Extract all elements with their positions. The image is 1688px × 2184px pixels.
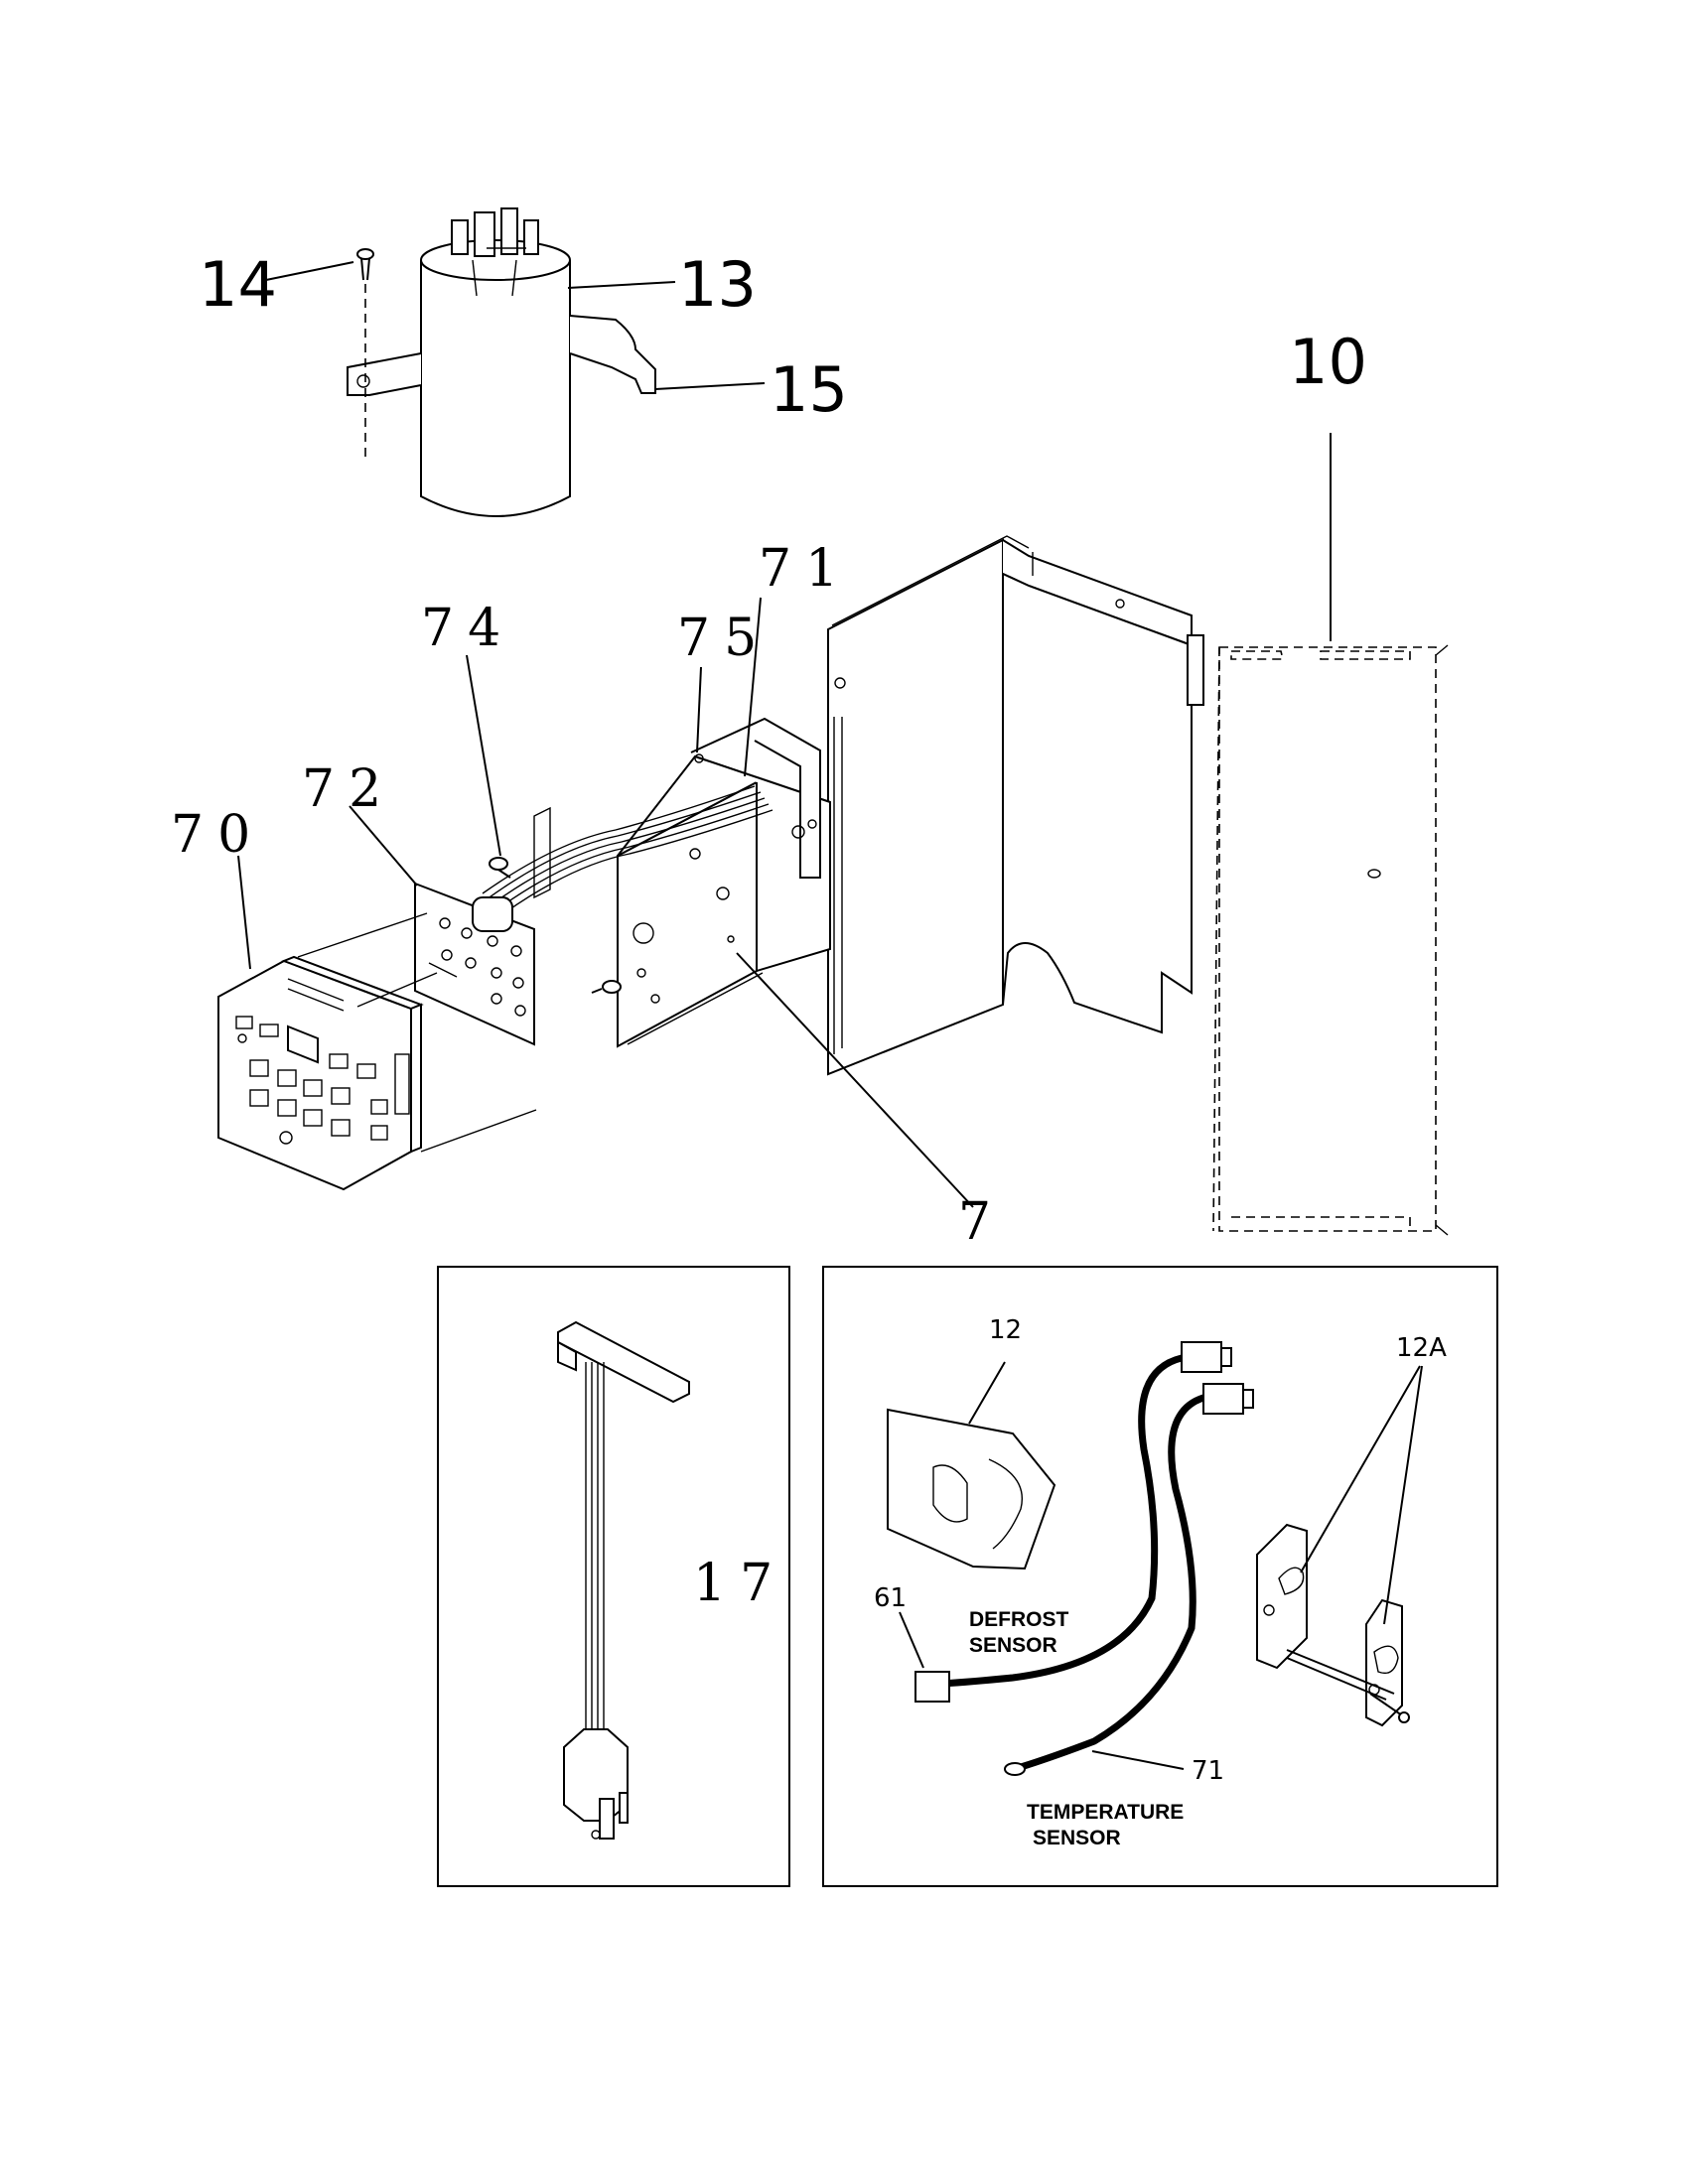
power-cord-inset-box bbox=[437, 1266, 790, 1887]
label-17: 17 bbox=[693, 1554, 786, 1613]
guide-line-2 bbox=[356, 972, 438, 1008]
leader-71b bbox=[1091, 1750, 1185, 1770]
leader-74 bbox=[466, 654, 501, 857]
label-12a: 12A bbox=[1396, 1333, 1447, 1363]
label-72: 72 bbox=[302, 759, 395, 819]
screw-74 bbox=[489, 857, 622, 994]
label-13: 13 bbox=[678, 248, 757, 321]
leader-12a-2 bbox=[1383, 1365, 1423, 1625]
label-71b: 71 bbox=[1192, 1756, 1224, 1786]
label-14: 14 bbox=[199, 248, 277, 321]
sensor-clip-12 bbox=[887, 1408, 1056, 1570]
temperature-sensor-label-1: TEMPERATURE bbox=[1027, 1801, 1184, 1824]
screw-14 bbox=[356, 248, 374, 457]
leader-70 bbox=[237, 855, 251, 970]
label-70: 70 bbox=[171, 805, 264, 865]
leader-75 bbox=[696, 666, 702, 753]
leader-71 bbox=[744, 597, 762, 777]
connector-1 bbox=[1181, 1341, 1222, 1373]
temperature-sensor-label-2: SENSOR bbox=[1033, 1827, 1121, 1849]
power-cord-17 bbox=[557, 1320, 690, 1840]
leader-12 bbox=[968, 1361, 1006, 1425]
defrost-sensor-label-1: DEFROST bbox=[969, 1608, 1069, 1631]
leader-7 bbox=[736, 952, 974, 1208]
defrost-sensor-cable bbox=[937, 1354, 1186, 1688]
defrost-sensor-head bbox=[914, 1671, 950, 1703]
leader-12a-1 bbox=[1300, 1365, 1421, 1573]
label-61: 61 bbox=[874, 1583, 907, 1613]
circuit-board bbox=[414, 882, 535, 1046]
label-15: 15 bbox=[770, 353, 848, 426]
cabinet-panel bbox=[827, 535, 1449, 1236]
leader-15 bbox=[654, 382, 766, 390]
leader-13 bbox=[567, 281, 676, 289]
capacitor-assembly bbox=[347, 207, 656, 517]
connector-2 bbox=[1202, 1383, 1244, 1415]
leader-61 bbox=[899, 1611, 924, 1669]
label-7: 7 bbox=[958, 1192, 1005, 1252]
control-box bbox=[482, 717, 831, 1048]
label-12: 12 bbox=[989, 1315, 1022, 1345]
control-keypad bbox=[217, 955, 424, 1191]
leader-72 bbox=[349, 805, 418, 887]
sensor-bracket-12a bbox=[1256, 1523, 1410, 1727]
sensors-inset-box bbox=[822, 1266, 1498, 1887]
label-10: 10 bbox=[1289, 326, 1367, 398]
temperature-sensor-cable bbox=[1017, 1394, 1207, 1771]
guide-line-1 bbox=[297, 912, 428, 958]
guide-line-3 bbox=[420, 1109, 537, 1153]
label-75: 75 bbox=[677, 609, 771, 668]
temperature-sensor-tip bbox=[1004, 1762, 1026, 1776]
label-71: 71 bbox=[759, 539, 852, 599]
leader-14 bbox=[265, 261, 354, 281]
defrost-sensor-label-2: SENSOR bbox=[969, 1634, 1057, 1657]
label-74: 74 bbox=[421, 599, 514, 658]
